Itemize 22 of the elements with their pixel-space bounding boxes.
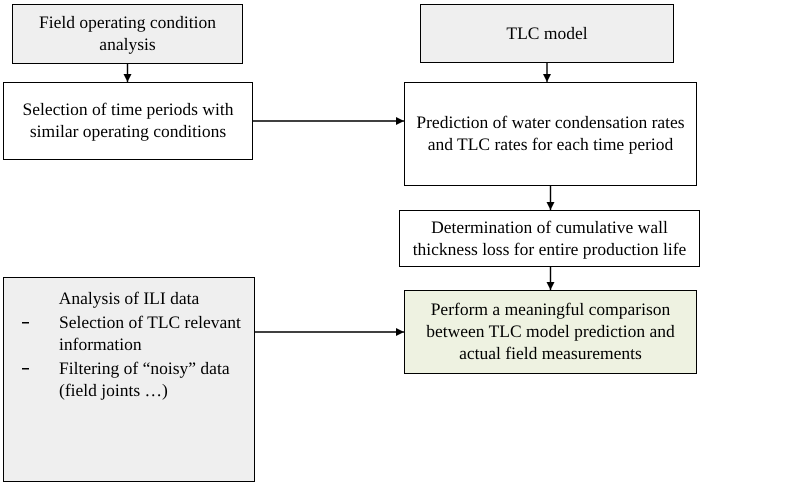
process-box [12,4,243,64]
box-text: Determination of cumulative wall thickness loss for entire production life [412,216,688,260]
process-box [3,82,253,160]
box-text: TLC model [506,22,588,44]
process-box [404,290,697,374]
box-heading: Analysis of ILI data [58,288,200,310]
arrow [543,63,551,82]
list-item-text: Selection of TLC relevant information [59,312,242,356]
process-box [404,82,697,186]
process-box [399,210,700,267]
box-text: Perform a meaningful comparison between TLC model prediction and actual field measurements [425,299,676,365]
box-text: Field operating condition analysis [38,12,217,56]
arrow [253,117,404,125]
arrow [255,328,404,336]
box-text: Selection of time periods with similar operating conditions [22,99,234,143]
arrow [546,186,554,210]
arrow [124,64,132,82]
process-box [420,4,674,63]
arrow [546,267,554,290]
list-item-text: Filtering of “noisy” data (field joints …) [59,358,231,402]
box-text: Prediction of water condensation rates and TLC rates for each time period [415,112,686,156]
process-box [3,277,255,482]
